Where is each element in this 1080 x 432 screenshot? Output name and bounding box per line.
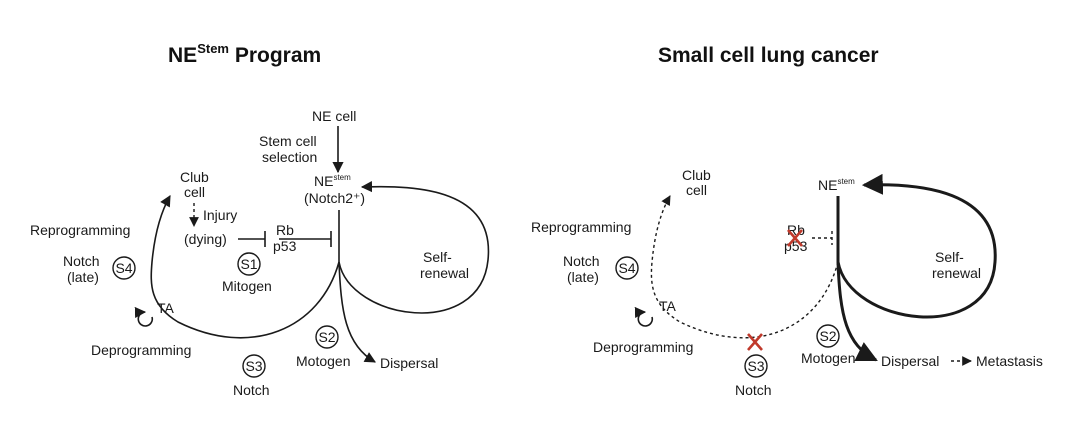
notch-late-right-label-2: (late) [567, 269, 599, 285]
ta-self-cycle-icon [134, 306, 154, 327]
s1-label: S1 [240, 256, 257, 272]
left-panel: NEStem Program NE cell Stem cell selecti… [30, 41, 490, 398]
s2-circle-right [816, 324, 840, 348]
ne-stem-label-right: NEstem [818, 177, 855, 193]
s3-circle-right [744, 354, 768, 378]
stem-selection-label-2: selection [262, 149, 317, 165]
notch-label: Notch [233, 382, 270, 398]
p53-label: p53 [273, 238, 297, 254]
s2-label: S2 [318, 329, 335, 345]
s4-label: S4 [115, 260, 132, 276]
s3-label-right: S3 [747, 358, 764, 374]
s4-label-right: S4 [618, 260, 635, 276]
notch-late-label-2: (late) [67, 269, 99, 285]
motogen-label: Motogen [296, 353, 350, 369]
deprogramming-label-right: Deprogramming [593, 339, 693, 355]
dispersal-arrow-right [836, 261, 878, 362]
self-renewal-label-1: Self- [423, 249, 452, 265]
right-panel: Small cell lung cancer NEstem Self- rene… [531, 44, 1043, 398]
s3-circle [242, 354, 266, 378]
self-renewal-loop [338, 181, 490, 314]
deprogramming-reprogramming-arc-right [650, 195, 839, 339]
stem-selection-label-1: Stem cell [259, 133, 317, 149]
rb-label: Rb [276, 222, 294, 238]
ne-stem-label: NEstem [314, 173, 351, 189]
dispersal-arrow [338, 261, 376, 363]
s4-circle-right [615, 256, 639, 280]
notch-late-right-label-1: Notch [563, 253, 600, 269]
deprogramming-block-x-icon [747, 333, 763, 351]
s2-circle [315, 325, 339, 349]
s1-circle [237, 252, 261, 276]
notch2-label: (Notch2⁺) [304, 190, 365, 206]
notch-label-right: Notch [735, 382, 772, 398]
self-renewal-loop-right [836, 173, 997, 319]
club-cell-right-label-2: cell [686, 182, 707, 198]
self-renewal-right-label-1: Self- [935, 249, 964, 265]
injury-label: Injury [203, 207, 237, 223]
rb-p53-loss-x-icon [787, 229, 803, 247]
self-renewal-right-label-2: renewal [932, 265, 981, 281]
s4-circle [112, 256, 136, 280]
mitogen-label: Mitogen [222, 278, 272, 294]
s3-label: S3 [245, 358, 262, 374]
metastasis-label: Metastasis [976, 353, 1043, 369]
motogen-label-right: Motogen [801, 350, 855, 366]
club-cell-label-1: Club [180, 169, 209, 185]
ta-label: TA [157, 300, 175, 316]
deprogramming-reprogramming-arc [150, 195, 340, 339]
right-title: Small cell lung cancer [658, 44, 879, 67]
club-cell-label-2: cell [184, 184, 205, 200]
deprogramming-label: Deprogramming [91, 342, 191, 358]
reprogramming-label: Reprogramming [30, 222, 130, 238]
ta-label-right: TA [659, 298, 677, 314]
dispersal-label: Dispersal [380, 355, 438, 371]
dying-label: (dying) [184, 231, 227, 247]
s2-label-right: S2 [819, 328, 836, 344]
reprogramming-label-right: Reprogramming [531, 219, 631, 235]
self-renewal-label-2: renewal [420, 265, 469, 281]
ta-self-cycle-icon-right [634, 306, 654, 327]
left-title: NEStem Program [168, 41, 321, 67]
notch-late-label-1: Notch [63, 253, 100, 269]
ne-cell-label: NE cell [312, 108, 356, 124]
dispersal-label-right: Dispersal [881, 353, 939, 369]
club-cell-right-label-1: Club [682, 167, 711, 183]
